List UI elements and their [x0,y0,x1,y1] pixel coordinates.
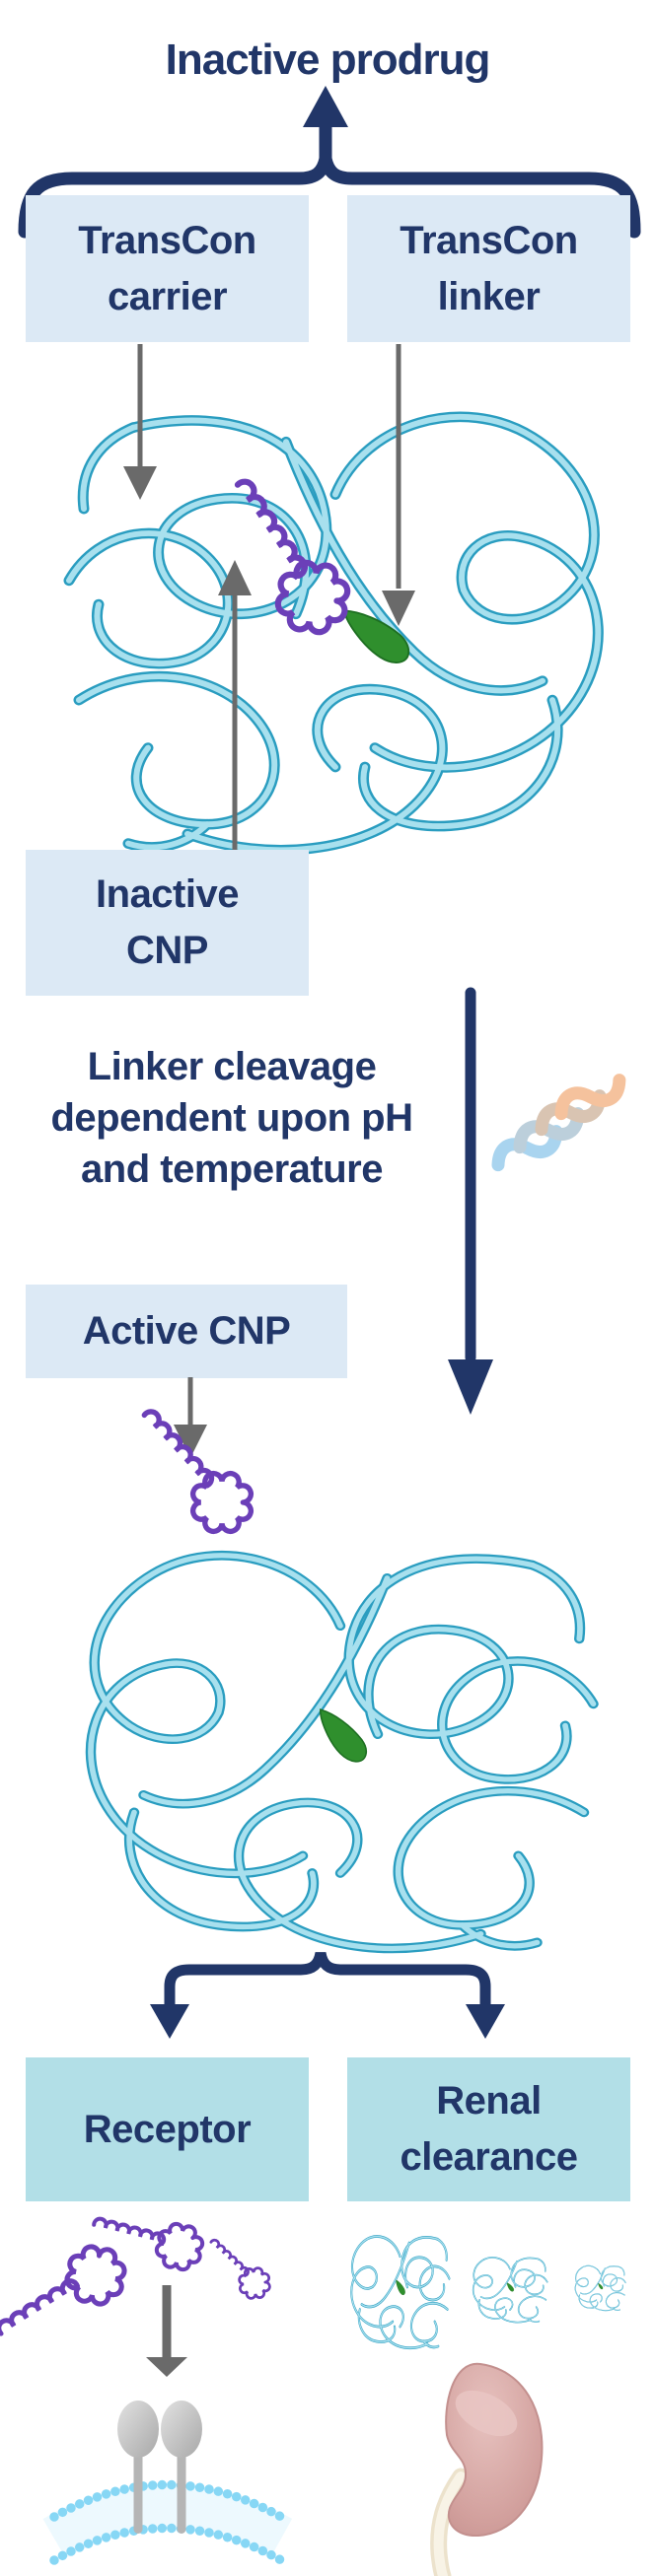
inactive-cnp-label-line2: CNP [126,929,208,972]
active-cnp-box: Active CNP [26,1285,347,1378]
carrier-pointer-arrow-icon [123,344,157,500]
transcon-linker-box: TransCon linker [347,195,630,342]
transcon-carrier-label-line2: carrier [107,274,228,318]
transcon-linker-label-line2: linker [437,274,541,318]
to-receptor-arrow-icon [146,2285,187,2377]
receptor-label: Receptor [83,2107,252,2151]
transcon-carrier-label-line1: TransCon [78,218,256,262]
active-cnp-pointer-arrow-icon [174,1377,207,1458]
cleavage-line2: dependent upon pH [50,1096,413,1140]
receptor-membrane-icon [42,2401,293,2565]
linker-pointer-arrow-icon [382,344,415,626]
renal-clearance-box: Renal clearance [347,2057,630,2201]
inactive-cnp-label-line1: Inactive [96,872,239,917]
kidney-icon [430,2362,544,2576]
transcon-carrier-box: TransCon carrier [26,195,309,342]
fate-split-bracket-icon [150,1951,505,2039]
cleavage-line3: and temperature [81,1148,383,1191]
cleavage-statement: Linker cleavage dependent upon pH and te… [10,1041,454,1195]
renal-clearance-label-line2: clearance [400,2135,578,2179]
inactive-cnp-pointer-arrow-icon [218,560,252,850]
cleavage-line1: Linker cleavage [87,1045,377,1088]
page-title: Inactive prodrug [165,35,491,84]
transcon-linker-label-line1: TransCon [400,218,578,262]
carrier-molecule-icon [59,1526,631,1999]
receptor-pair-icon [117,2401,202,2534]
prodrug-brace-and-up-arrow-icon [18,86,641,239]
active-cnp-label: Active CNP [82,1309,291,1354]
receptor-box: Receptor [26,2057,309,2201]
renal-clearance-label-line1: Renal [436,2079,542,2123]
cleavage-process-arrow-icon [448,987,493,1415]
inactive-cnp-box: Inactive CNP [26,850,309,996]
ph-temperature-waves-icon [491,1074,626,1172]
